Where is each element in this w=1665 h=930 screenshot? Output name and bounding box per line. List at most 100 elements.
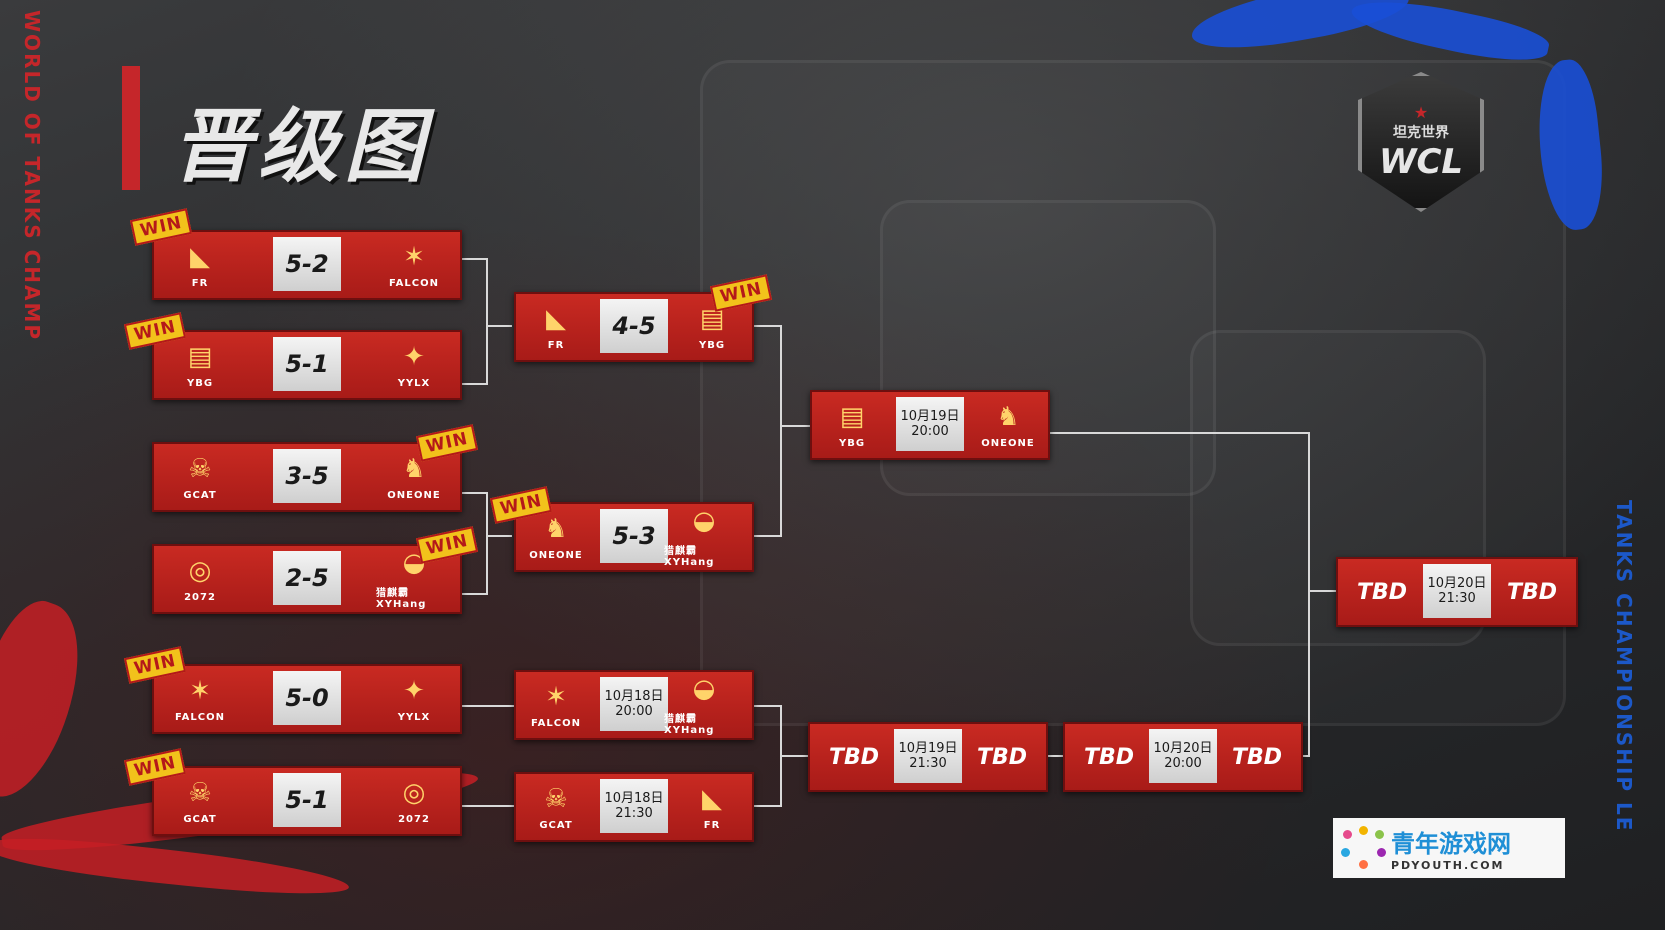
bracket-line: [780, 425, 810, 427]
bracket-line: [1300, 755, 1310, 757]
watermark-logo-icon: [1339, 824, 1391, 872]
team-right: ▤YBG: [698, 303, 726, 351]
tbd-left: TBD: [1083, 744, 1135, 770]
team-right: ◣FR: [702, 783, 722, 831]
yylx-logo-icon: ✦: [403, 341, 425, 372]
page-title: 晋级图: [172, 100, 430, 193]
xyhang-logo-icon: ◒: [692, 506, 716, 536]
xyhang-logo-icon: ◒: [692, 674, 716, 704]
win-badge: WIN: [415, 424, 479, 462]
score-box: 5-2: [273, 237, 341, 291]
watermark-en: PDYOUTH.COM: [1391, 859, 1505, 872]
tbd-left: TBD: [828, 744, 880, 770]
team-left: ▤YBG: [838, 401, 866, 449]
fr-logo-icon: ◣: [546, 303, 566, 334]
team-right: ♞ONEONE: [387, 453, 441, 501]
bracket-line: [750, 705, 780, 707]
bracket-line: [1045, 755, 1063, 757]
bg-shape: [1190, 330, 1486, 646]
watermark-cn: 青年游戏网: [1391, 830, 1511, 858]
team-right: ◒猎麒霸XYHang: [664, 674, 716, 736]
falcon-logo-icon: ✶: [545, 681, 567, 712]
ybg-logo-icon: ▤: [187, 341, 213, 372]
bracket-line: [750, 805, 780, 807]
tbd-right: TBD: [976, 744, 1028, 770]
bracket-line: [462, 258, 488, 260]
team-left: ◣FR: [546, 303, 566, 351]
site-watermark: 青年游戏网 PDYOUTH.COM: [1333, 818, 1565, 878]
score-box: 3-5: [273, 449, 341, 503]
match-r1m6: ☠GCAT 5-1 ◎2072 WIN: [123, 748, 462, 836]
match-r2m1: ◣FR 4-5 ▤YBG WIN: [514, 274, 773, 362]
oneone-logo-icon: ♞: [996, 401, 1020, 432]
star-icon: ★: [1413, 102, 1429, 122]
match-r1m1: ◣FR 5-2 ✶FALCON WIN: [129, 208, 462, 300]
team-left: ✶FALCON: [530, 681, 581, 729]
score-box: 5-0: [273, 671, 341, 725]
match-r2m2: ♞ONEONE 5-3 ◒猎麒霸XYHang WIN: [489, 486, 754, 572]
falcon-logo-icon: ✶: [189, 675, 211, 706]
bracket-line: [1048, 432, 1310, 434]
side-text-right: TANKS CHAMPIONSHIP LE: [1612, 500, 1636, 833]
gcat-logo-icon: ☠: [544, 783, 568, 814]
gcat-logo-icon: ☠: [188, 453, 212, 484]
team-right: ◎2072: [398, 777, 430, 825]
team-left: ✶FALCON: [174, 675, 225, 723]
team-left: ☠GCAT: [539, 783, 573, 831]
score-box: 5-1: [273, 337, 341, 391]
side-text-left: WORLD OF TANKS CHAMP: [20, 10, 44, 342]
team-left: ☠GCAT: [183, 453, 217, 501]
match-r1m5: ✶FALCON 5-0 ✦YYLX WIN: [123, 646, 462, 734]
bracket-line: [462, 705, 514, 707]
bracket-line: [486, 535, 512, 537]
bracket-line: [750, 535, 780, 537]
logo-cn-text: 坦克世界: [1393, 124, 1449, 141]
red-flame-decoration: [0, 590, 102, 810]
2072-logo-icon: ◎: [188, 555, 212, 586]
bracket-line: [486, 325, 512, 327]
logo-wcl-text: WCL: [1378, 141, 1464, 182]
bracket-line: [462, 805, 514, 807]
tbd-right: TBD: [1506, 579, 1558, 605]
win-badge: WIN: [415, 526, 479, 564]
team-right: ✦YYLX: [397, 341, 431, 389]
oneone-logo-icon: ♞: [402, 453, 426, 484]
match-r1m3: ☠GCAT 3-5 ♞ONEONE WIN: [152, 424, 479, 512]
score-box: 5-3: [600, 509, 668, 563]
bracket-line: [1308, 432, 1310, 757]
red-flame-decoration: [0, 831, 351, 903]
fr-logo-icon: ◣: [702, 783, 722, 814]
team-left: ▤YBG: [186, 341, 214, 389]
yylx-logo-icon: ✦: [403, 675, 425, 706]
team-left: ♞ONEONE: [529, 513, 583, 561]
bracket-line: [486, 258, 488, 385]
score-box: 4-5: [600, 299, 668, 353]
bracket-line: [462, 593, 488, 595]
tbd-right: TBD: [1231, 744, 1283, 770]
match-r1m2: ▤YBG 5-1 ✦YYLX WIN: [123, 312, 462, 400]
team-left: ◣FR: [190, 241, 210, 289]
ybg-logo-icon: ▤: [839, 401, 865, 432]
bracket-line: [486, 492, 488, 595]
bracket-line: [462, 492, 488, 494]
bracket-line: [780, 755, 808, 757]
bracket-line: [780, 325, 782, 537]
bracket-line: [1308, 590, 1336, 592]
team-right: ◒猎麒霸XYHang: [664, 506, 716, 568]
2072-logo-icon: ◎: [402, 777, 426, 808]
team-left: ☠GCAT: [183, 777, 217, 825]
oneone-logo-icon: ♞: [544, 513, 568, 544]
bracket-line: [750, 325, 780, 327]
